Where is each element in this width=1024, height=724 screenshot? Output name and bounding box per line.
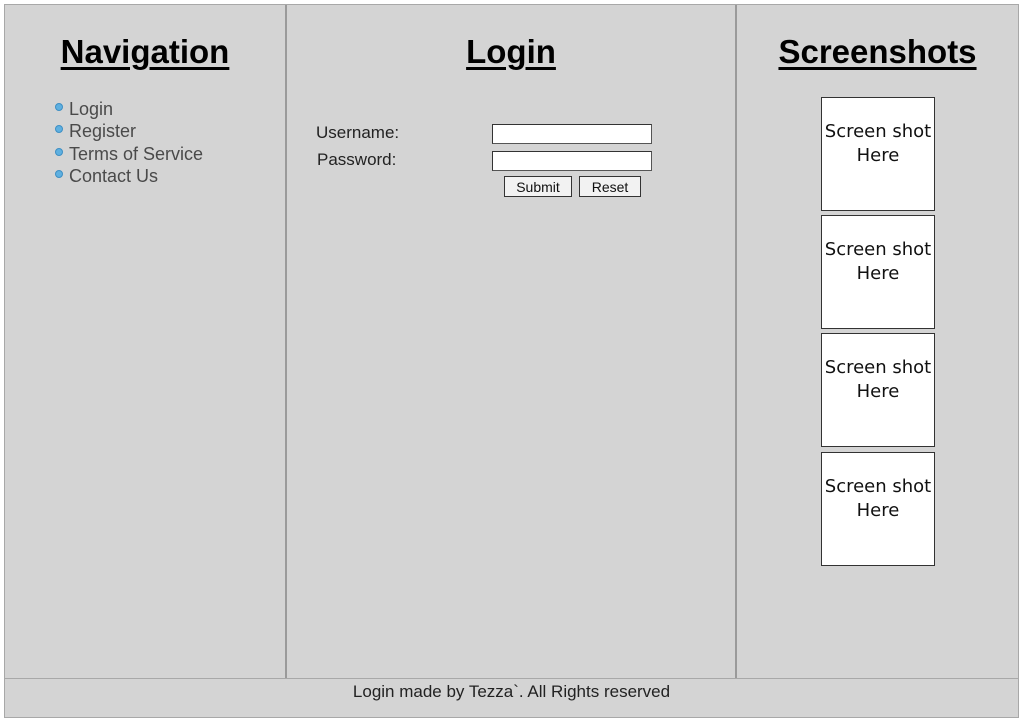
footer: Login made by Tezza`. All Rights reserve… <box>5 678 1018 717</box>
bullet-icon <box>55 169 63 178</box>
page-frame: Navigation Login Register Terms of Servi… <box>4 4 1019 718</box>
placeholder-text: Here <box>856 381 900 402</box>
navigation-column: Navigation Login Register Terms of Servi… <box>5 5 287 678</box>
nav-link-contact[interactable]: Contact Us <box>69 165 159 186</box>
navigation-heading: Navigation <box>60 33 230 70</box>
nav-item-register[interactable]: Register <box>55 121 203 143</box>
nav-link-login[interactable]: Login <box>69 99 114 119</box>
nav-item-login[interactable]: Login <box>55 99 203 121</box>
login-column: Login Username: Password: Submit Reset <box>287 5 737 678</box>
bullet-icon <box>55 103 63 111</box>
login-heading: Login <box>466 33 556 70</box>
placeholder-text: Here <box>856 145 900 166</box>
reset-button[interactable]: Reset <box>579 176 641 197</box>
placeholder-text: Here <box>856 500 900 521</box>
footer-text: Login made by Tezza`. All Rights reserve… <box>352 682 671 701</box>
password-label: Password: <box>317 150 397 169</box>
placeholder-text: Here <box>856 263 900 284</box>
nav-link-terms[interactable]: Terms of Service <box>69 143 204 164</box>
nav-link-register[interactable]: Register <box>69 121 137 142</box>
placeholder-text: Screen shot <box>824 357 932 378</box>
nav-item-terms[interactable]: Terms of Service <box>55 144 203 166</box>
username-input[interactable] <box>492 124 652 144</box>
placeholder-text: Screen shot <box>824 121 932 142</box>
password-input[interactable] <box>492 151 652 171</box>
username-label: Username: <box>316 123 400 142</box>
bullet-icon <box>55 147 63 156</box>
bullet-icon <box>55 125 63 134</box>
navigation-list: Login Register Terms of Service Contact … <box>55 99 203 188</box>
screenshots-heading: Screenshots <box>778 33 977 70</box>
placeholder-text: Screen shot <box>824 239 932 260</box>
nav-item-contact[interactable]: Contact Us <box>55 166 203 188</box>
placeholder-text: Screen shot <box>824 476 932 497</box>
submit-button[interactable]: Submit <box>504 176 572 197</box>
